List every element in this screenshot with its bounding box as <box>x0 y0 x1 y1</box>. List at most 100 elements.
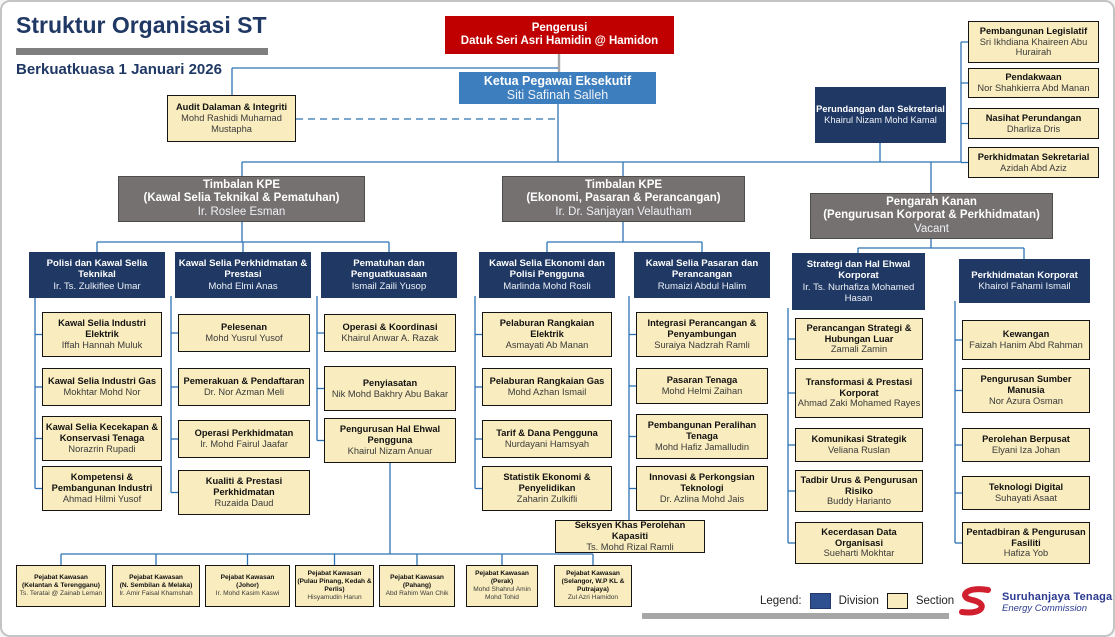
section-name: Faizah Hanim Abd Rahman <box>969 340 1083 350</box>
section-name: Ahmad Hilmi Yusof <box>62 493 142 504</box>
regional-office-box: Pejabat Kawasan(Kelantan & Terengganu)Ts… <box>16 565 106 607</box>
deputy-title: Timbalan KPE <box>584 179 663 191</box>
energy-commission-logo: Suruhanjaya Tenaga Energy Commission <box>950 584 1112 620</box>
section-title: Pelesenan <box>221 322 267 333</box>
section-name: Ir. Mohd Fairul Jaafar <box>200 439 288 449</box>
logo-name: Suruhanjaya Tenaga <box>1002 590 1113 603</box>
audit-box: Audit Dalaman & Integriti Mohd Rashidi M… <box>167 95 296 142</box>
section-title: Perancangan Strategi & Hubungan Luar <box>806 322 912 344</box>
logo-text: Suruhanjaya Tenaga Energy Commission <box>1002 591 1112 614</box>
section-name: Suraiya Nadzrah Ramli <box>654 339 750 350</box>
section-title: Kompetensi & Pembangunan Industri <box>51 472 153 494</box>
ceo-box: Ketua Pegawai Eksekutif Siti Safinah Sal… <box>459 72 656 104</box>
section-title: Tadbir Urus & Pengurusan Risiko <box>800 474 918 496</box>
deputy-box: Timbalan KPE(Kawal Selia Teknikal & Pema… <box>118 176 365 222</box>
regional-office-box: Pejabat Kawasan(Pahang)Abd Rahim Wan Chi… <box>379 565 455 607</box>
office-region: (Johor) <box>236 581 259 589</box>
office-name: Ir. Amir Faisal Khamshah <box>119 590 193 598</box>
special-section-box: Seksyen Khas Perolehan Kapasiti Ts. Mohd… <box>555 520 705 553</box>
office-name: Abd Rahim Wan Chik <box>385 590 449 598</box>
legend: Legend: Division Section <box>760 593 954 609</box>
office-title: Pejabat Kawasan <box>129 573 183 581</box>
regional-office-box: Pejabat Kawasan(Pulau Pinang, Kedah & Pe… <box>295 565 374 607</box>
deputy-subtitle: (Pengurusan Korporat & Perkhidmatan) <box>823 209 1040 222</box>
section-title: Kualiti & Prestasi Perkhidmatan <box>205 476 283 498</box>
section-title: Operasi & Koordinasi <box>342 322 438 333</box>
page-title: Struktur Organisasi ST <box>16 12 267 38</box>
section-name: Suhayati Asaat <box>994 493 1058 503</box>
section-title: Operasi Perkhidmatan <box>194 428 294 439</box>
section-title: Pemerakuan & Pendaftaran <box>183 376 305 387</box>
division-name: Marlinda Mohd Rosli <box>503 280 591 292</box>
section-name: Dr. Azlina Mohd Jais <box>659 493 745 504</box>
section-title: Pelaburan Rangkaian Gas <box>489 376 605 387</box>
section-title: Pelaburan Rangkaian Elektrik <box>499 318 595 340</box>
office-region: (Pulau Pinang, Kedah & Perlis) <box>297 577 372 593</box>
logo-subname: Energy Commission <box>1002 602 1087 614</box>
office-region: (Pahang) <box>402 581 432 589</box>
section-name: Zaharin Zulkifli <box>516 493 578 504</box>
office-title: Pejabat Kawasan <box>390 573 444 581</box>
office-name: Ts. Teratai @ Zainab Leman <box>19 590 103 598</box>
regional-office-box: Pejabat Kawasan(Johor)Ir. Mohd Kasim Kas… <box>205 565 290 607</box>
section-title: Pasaran Tenaga <box>666 375 738 386</box>
section-title: Kawal Selia Industri Elektrik <box>58 318 146 340</box>
section-name: Khairul Anwar A. Razak <box>341 333 439 343</box>
division-title: Kawal Selia Ekonomi dan Polisi Pengguna <box>489 258 605 281</box>
section-title: Kawal Selia Industri Gas <box>48 376 156 387</box>
office-region: (Perak) <box>490 577 514 585</box>
division-title: Pematuhan dan Penguatkuasaan <box>350 258 428 281</box>
section-name: Ahmad Zaki Mohamed Rayes <box>797 398 921 409</box>
effective-date: Berkuatkuasa 1 Januari 2026 <box>16 61 222 78</box>
deputy-name: Vacant <box>914 222 949 235</box>
section-title: Kecerdasan Data Organisasi <box>821 526 897 548</box>
regional-office-box: Pejabat Kawasan(Selangor, W.P KL & Putra… <box>554 565 632 607</box>
division-name: Ir. Ts. Nurhafiza Mohamed Hasan <box>802 281 915 304</box>
section-name: Nurdayani Hamsyah <box>504 439 590 449</box>
section-name: Nor Azura Osman <box>989 395 1063 406</box>
section-name: Ruzaida Daud <box>214 497 274 508</box>
division-title: Strategi dan Hal Ehwal Korporat <box>806 259 911 282</box>
division-title: Kawal Selia Perkhidmatan & Prestasi <box>178 258 308 281</box>
deputy-title: Timbalan KPE <box>202 179 281 191</box>
legal-section-name: Azidah Abd Aziz <box>1000 162 1067 173</box>
section-name: Elyani Iza Johan <box>991 445 1061 455</box>
division-title: Polisi dan Kawal Selia Teknikal <box>46 258 148 281</box>
section-name: Hafiza Yob <box>1003 548 1049 559</box>
audit-name: Mohd Rashidi Muhamad Mustapha <box>181 113 282 134</box>
deputy-subtitle: (Kawal Selia Teknikal & Pematuhan) <box>143 192 340 205</box>
office-title: Pejabat Kawasan <box>566 569 620 577</box>
chairman-title: Pengerusi <box>531 21 588 34</box>
legend-division-swatch <box>809 593 831 609</box>
section-title: Transformasi & Prestasi Korporat <box>805 376 913 398</box>
section-title: Penyiasatan <box>362 377 418 388</box>
division-title: Perkhidmatan Korporat <box>971 269 1078 281</box>
deputy-name: Ir. Dr. Sanjayan Velautham <box>555 205 692 218</box>
office-title: Pejabat Kawasan <box>307 569 362 577</box>
section-name: Sueharti Mokhtar <box>823 548 895 559</box>
division-name: Ir. Ts. Zulkiflee Umar <box>53 280 141 292</box>
legal-section-title: Nasihat Perundangan <box>985 112 1082 123</box>
ceo-title: Ketua Pegawai Eksekutif <box>483 73 632 88</box>
